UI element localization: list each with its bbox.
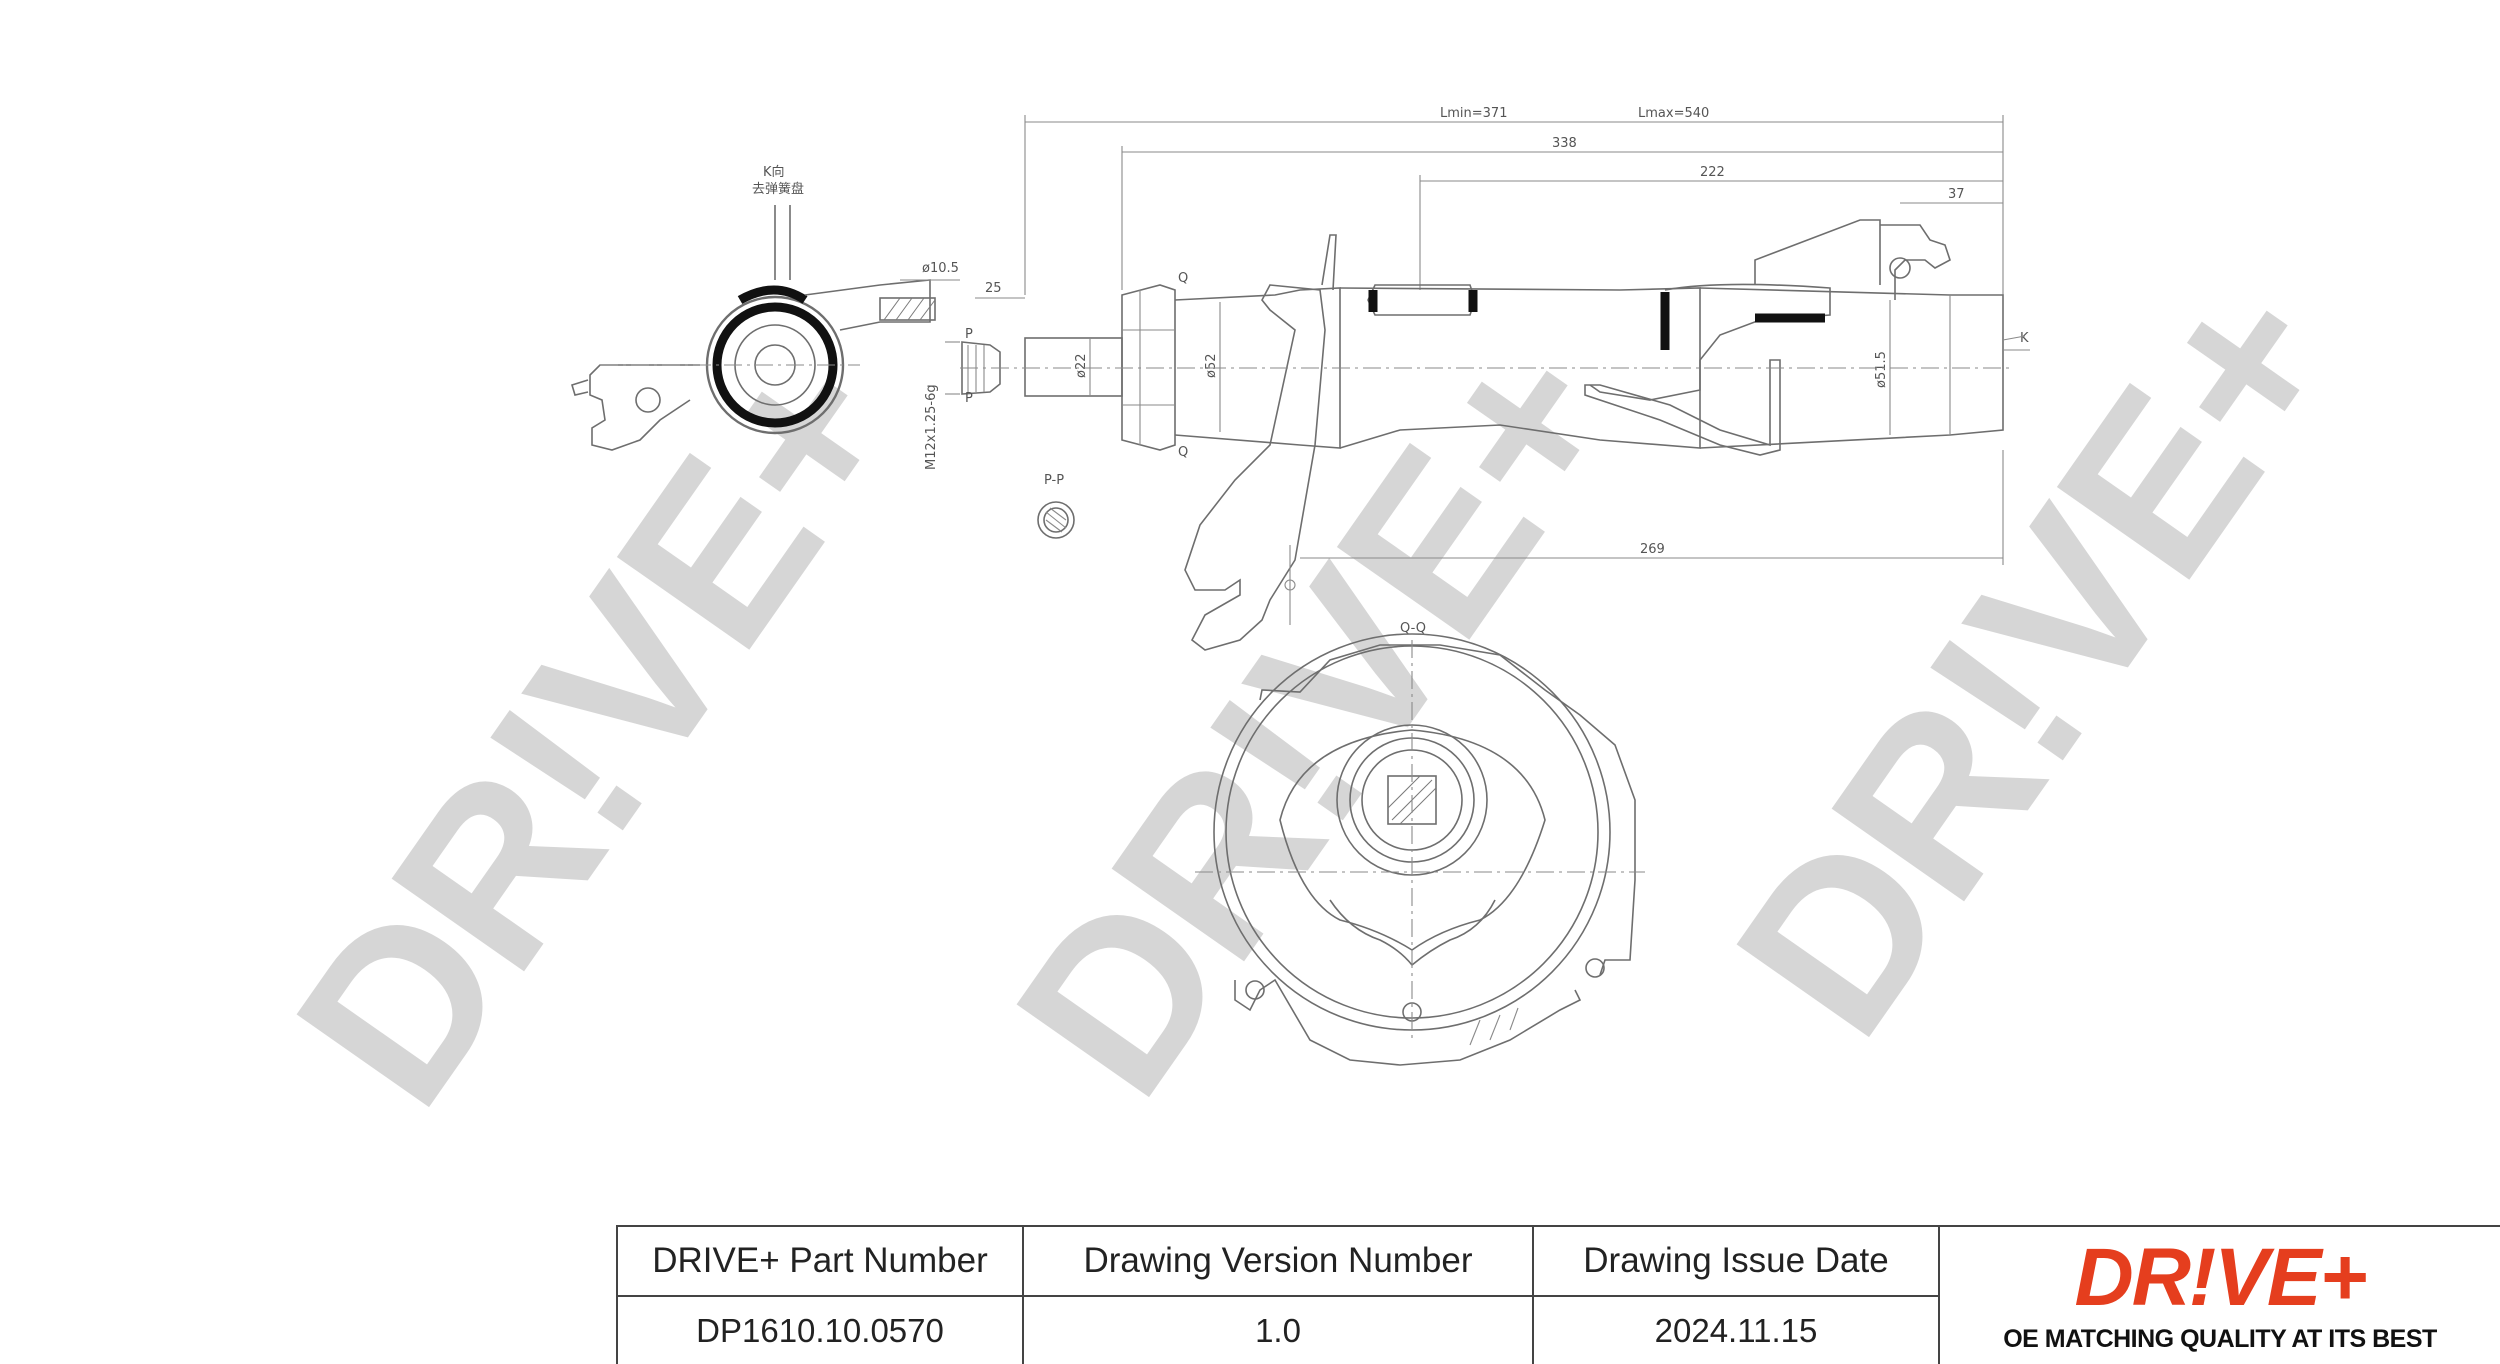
pp-section: P-P [1037, 473, 1075, 539]
title-block: DRIVE+ Part Number DP1610.10.0570 Drawin… [616, 1225, 2500, 1364]
watermark-group: DR!VE+ DR!VE+ DR!VE+ [246, 236, 2386, 1149]
dim-hole: ø10.5 [922, 261, 959, 276]
dim-lmin: Lmin=371 [1440, 106, 1507, 121]
issue-date-value: 2024.11.15 [1654, 1311, 1818, 1349]
p-mark-top: P [965, 327, 973, 342]
dim-25: 25 [985, 281, 1002, 296]
version-cell: Drawing Version Number 1.0 [1022, 1227, 1532, 1364]
k-view-label-2: 去弹簧盘 [752, 181, 804, 197]
k-view-label: K向 [763, 164, 785, 180]
k-view-bracket: K向 去弹簧盘 ø10.5 [571, 164, 960, 451]
part-number-value: DP1610.10.0570 [696, 1311, 944, 1349]
qq-section: Q-Q [1195, 621, 1645, 1066]
watermark-left: DR!VE+ [246, 306, 946, 1149]
part-number-cell: DRIVE+ Part Number DP1610.10.0570 [616, 1227, 1022, 1364]
brand-logo: DR!VE+ OE MATCHING QUALITY AT ITS BEST [1938, 1227, 2500, 1364]
qq-label: Q-Q [1400, 621, 1426, 636]
logo-slogan: OE MATCHING QUALITY AT ITS BEST [2003, 1325, 2437, 1353]
q-mark-top: Q [1178, 271, 1188, 286]
dim-top: ø52 [1204, 354, 1219, 379]
dim-269: 269 [1640, 542, 1665, 557]
issue-date-cell: Drawing Issue Date 2024.11.15 [1532, 1227, 1938, 1364]
watermark-right: DR!VE+ [1686, 236, 2386, 1079]
dim-222: 222 [1700, 165, 1725, 180]
dim-338: 338 [1552, 136, 1577, 151]
k-mark: K [2020, 331, 2029, 346]
pp-label: P-P [1044, 473, 1064, 488]
watermark-center: DR!VE+ [966, 296, 1666, 1139]
part-number-label: DRIVE+ Part Number [618, 1227, 1022, 1297]
strut-side-view: Lmin=371 Lmax=540 338 222 37 25 M12x1.25… [924, 106, 2030, 651]
hole-hatch [879, 297, 936, 321]
version-value: 1.0 [1255, 1311, 1301, 1349]
issue-date-label: Drawing Issue Date [1534, 1227, 1938, 1297]
thread-label: M12x1.25-6g [924, 384, 939, 470]
logo-brand-text: DR!VE+ [2074, 1232, 2367, 1323]
dim-rod: ø22 [1074, 354, 1089, 379]
version-label: Drawing Version Number [1024, 1227, 1532, 1297]
dim-lmax: Lmax=540 [1638, 106, 1709, 121]
dim-body: ø51.5 [1874, 351, 1889, 388]
q-mark-bottom: Q [1178, 445, 1188, 460]
dim-37: 37 [1948, 187, 1965, 202]
p-mark-bottom: P [965, 391, 973, 406]
